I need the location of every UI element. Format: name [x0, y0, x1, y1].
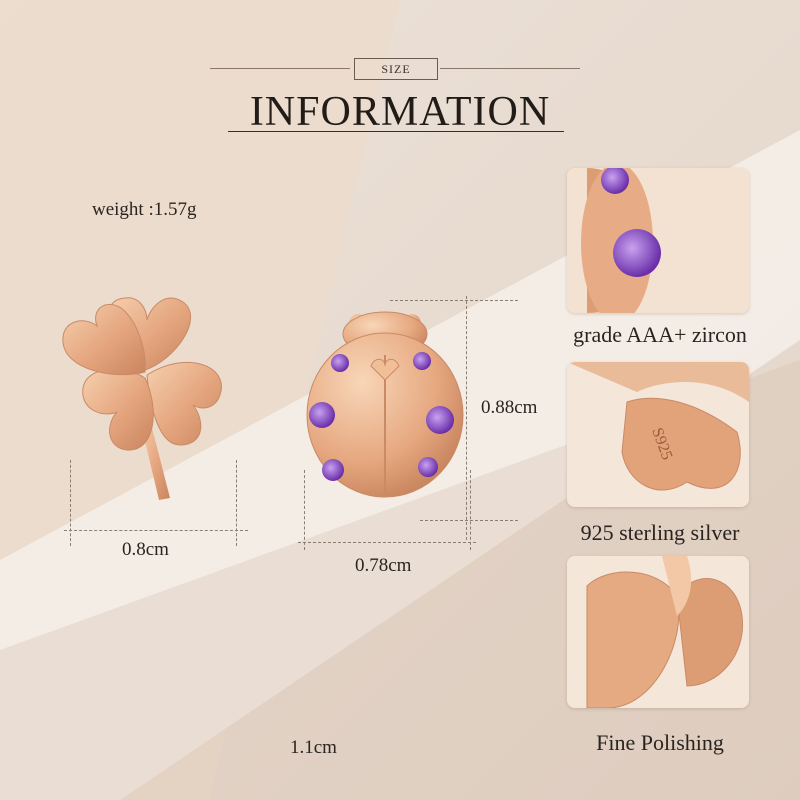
ladybug-dim-line [298, 542, 476, 543]
ladybug-height-line [466, 296, 467, 540]
clover-width-text: 0.8cm [122, 539, 169, 560]
title-underline [228, 131, 564, 132]
ladybug-bottom-line [420, 520, 518, 521]
clover-dim-right-line [236, 460, 237, 546]
ladybug-charm-image [306, 311, 464, 498]
feature-zircon-label: grade AAA+ zircon [573, 322, 747, 347]
ladybug-top-line [390, 300, 518, 301]
clover-dim-line [64, 530, 248, 531]
clover-charm-image [62, 297, 222, 500]
clover-dim-left-line [70, 460, 71, 546]
header-rule-left [210, 68, 350, 69]
header-rule-right [440, 68, 580, 69]
ladybug-dim-right-line [470, 470, 471, 550]
ladybug-height-text: 0.88cm [481, 397, 538, 418]
zircon-closeup-icon [567, 168, 749, 313]
page-title: INFORMATION [249, 89, 551, 135]
length-text: 1.1cm [290, 737, 337, 758]
s925-stamp-closeup-icon: S925 [567, 362, 749, 507]
ladybug-dim-left-line [304, 470, 305, 550]
polished-clover-closeup-icon [567, 556, 749, 708]
weight-text: weight :1.57g [92, 199, 197, 220]
ladybug-width-text: 0.78cm [355, 555, 412, 576]
size-label: SIZE [354, 58, 438, 80]
feature-silver-label: 925 sterling silver [580, 520, 740, 545]
feature-polishing-label: Fine Polishing [596, 730, 724, 755]
